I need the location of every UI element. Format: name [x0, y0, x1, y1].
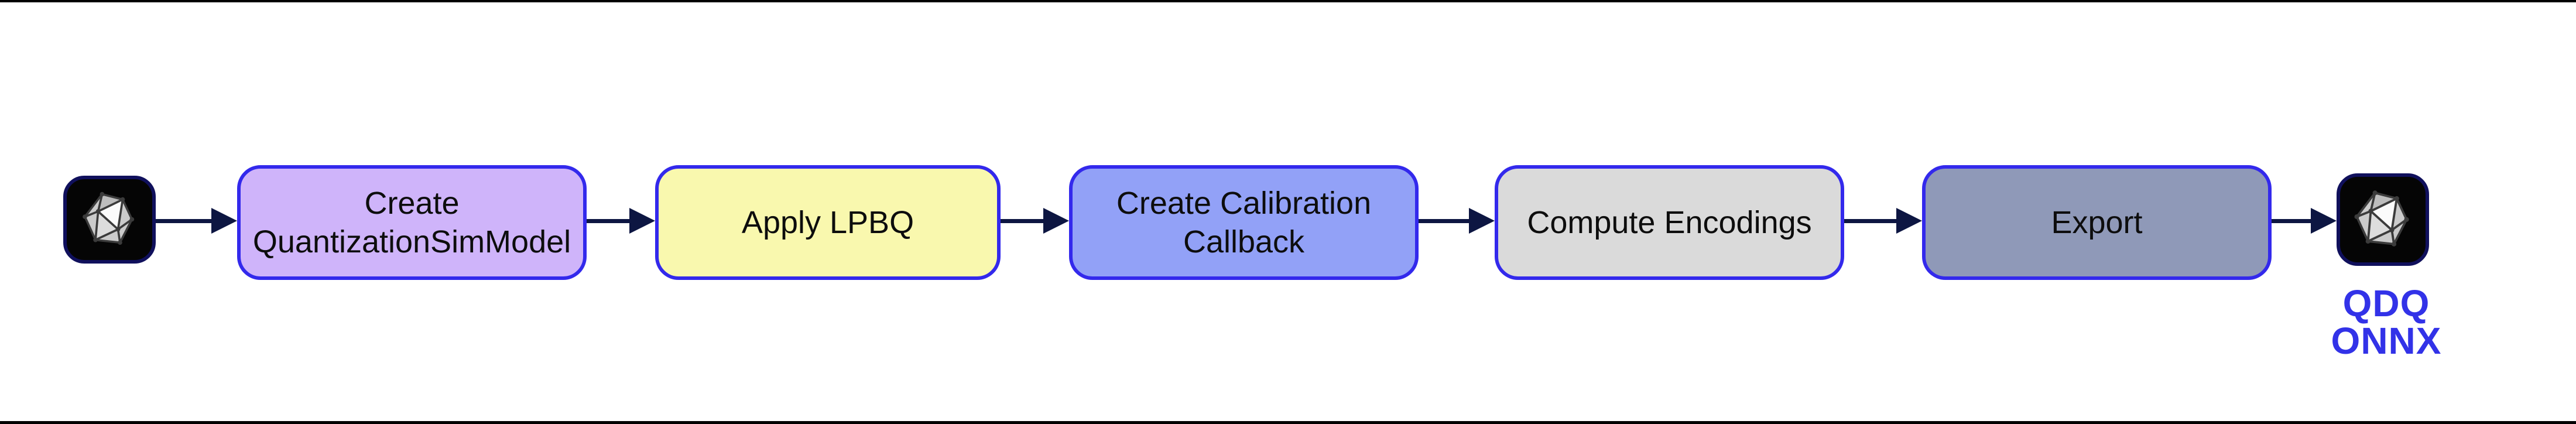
arrow-shaft	[2272, 218, 2311, 223]
arrow-shaft	[1419, 218, 1469, 223]
step-label: Create Calibration Callback	[1116, 186, 1372, 259]
flow-arrow-3	[1001, 208, 1069, 234]
flow-arrow-1	[156, 208, 237, 234]
step-box-export: Export	[1922, 165, 2272, 280]
bottom-border-line	[0, 421, 2576, 424]
polyhedron-glyph	[2354, 190, 2409, 247]
step-box-create-quantizationsimmodel: Create QuantizationSimModel	[237, 165, 587, 280]
arrow-shaft	[156, 218, 211, 223]
arrow-head	[629, 208, 655, 234]
output-format-label: QDQ ONNX	[2331, 282, 2442, 362]
step-box-create-calibration-callback: Create Calibration Callback	[1069, 165, 1419, 280]
arrow-shaft	[1001, 218, 1043, 223]
input-model-polyhedron-icon	[63, 176, 156, 264]
arrow-head	[2311, 208, 2337, 234]
flow-arrow-6	[2272, 208, 2337, 234]
step-box-compute-encodings: Compute Encodings	[1495, 165, 1844, 280]
flow-arrow-2	[587, 208, 655, 234]
step-label: Compute Encodings	[1527, 205, 1812, 240]
output-model-polyhedron-icon	[2337, 173, 2429, 266]
top-border-line	[0, 0, 2576, 2]
polyhedron-glyph	[83, 192, 135, 245]
arrow-head	[211, 208, 237, 234]
arrow-head	[1469, 208, 1495, 234]
arrow-shaft	[1844, 218, 1896, 223]
arrow-head	[1043, 208, 1069, 234]
step-label: Create QuantizationSimModel	[252, 186, 571, 259]
flow-arrow-4	[1419, 208, 1495, 234]
arrow-shaft	[587, 218, 629, 223]
step-label: Export	[2051, 205, 2143, 240]
step-box-apply-lpbq: Apply LPBQ	[655, 165, 1001, 280]
step-label: Apply LPBQ	[741, 205, 914, 240]
flow-arrow-5	[1844, 208, 1922, 234]
arrow-head	[1896, 208, 1922, 234]
